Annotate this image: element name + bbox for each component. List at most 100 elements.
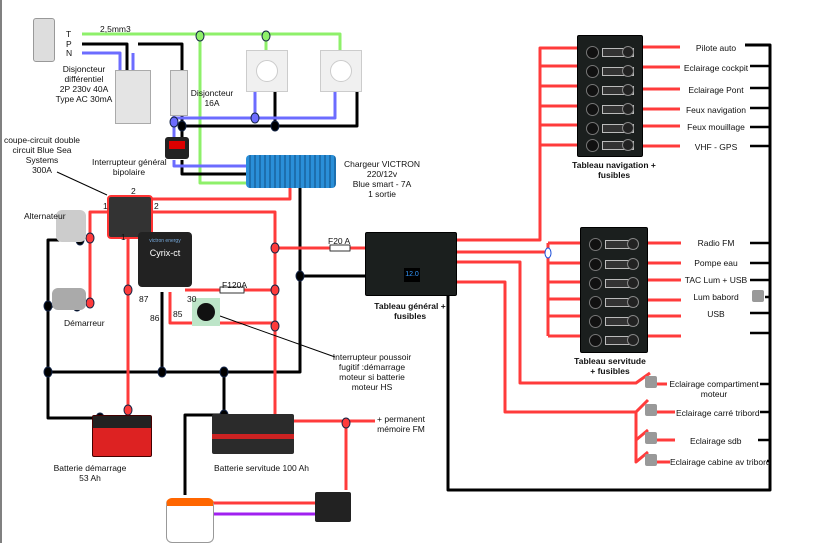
switched-circuit-label: Eclairage carré tribord [676, 408, 760, 418]
circuit-switch[interactable] [586, 122, 599, 135]
switched-circuit-label: Eclairage cabine av tribord [670, 457, 771, 467]
terminal-1-left: 1 [103, 201, 108, 211]
outlet-socket [256, 60, 278, 82]
nav-circuit-label: Feux mouillage [687, 122, 745, 132]
circuit-switch[interactable] [589, 238, 602, 251]
victron-charger [246, 155, 336, 188]
breaker-16a [170, 70, 188, 116]
wire-section-label: 2,5mm3 [100, 24, 131, 34]
starter-motor [52, 288, 86, 310]
leader-lines [56, 171, 336, 358]
toggle-switch-2[interactable] [645, 404, 657, 416]
toggle-switch-lum-babord[interactable] [752, 290, 764, 302]
terminal-2-top: 2 [131, 186, 136, 196]
fuse [622, 122, 634, 134]
main-panel[interactable]: 12.0 [365, 232, 457, 296]
nav-circuit-label: VHF - GPS [694, 142, 738, 152]
alternator-label: Alternateur [24, 211, 66, 221]
toggle-switch-3[interactable] [645, 432, 657, 444]
bilge-pump-switch[interactable] [315, 492, 351, 522]
main-panel-title: Tableau général +fusibles [374, 301, 446, 321]
pin-85-label: 85 [173, 309, 183, 319]
terminal-1-bottom: 1 [121, 232, 126, 242]
fuses [219, 244, 351, 294]
fuse-20a [329, 244, 351, 252]
fuse [627, 238, 639, 250]
switched-circuit-label: Eclairage sdb [690, 436, 742, 446]
nav-panel-title: Tableau navigation +fusibles [572, 160, 656, 180]
label-n: N [66, 48, 73, 58]
fuse [627, 315, 639, 327]
switched-circuit-label: Eclairage compartiment moteur [669, 379, 759, 399]
starter-label: Démarreur [64, 318, 105, 328]
battery-service [212, 414, 294, 454]
service-panel[interactable] [580, 227, 648, 353]
bilge-pump [166, 498, 214, 543]
negative-wires [46, 43, 772, 495]
main-switch[interactable] [165, 137, 189, 159]
service-circuit-label: TAC Lum + USB [684, 275, 748, 285]
fuse [622, 46, 634, 58]
fuse-120a-label: F120A [222, 280, 248, 290]
fuse [627, 296, 639, 308]
circuit-switch[interactable] [586, 65, 599, 78]
circuit-switch[interactable] [586, 84, 599, 97]
label-t: T [66, 29, 72, 39]
battery-start [92, 415, 152, 457]
cyrix-label: Cyrix-ct [149, 248, 181, 258]
fuse [622, 139, 634, 151]
fuse [622, 65, 634, 77]
nav-circuit-label: Eclairage cockpit [683, 63, 749, 73]
fuse [622, 84, 634, 96]
terminal-2-right: 2 [154, 201, 159, 211]
circuit-switch[interactable] [586, 103, 599, 116]
circuit-switch[interactable] [589, 296, 602, 309]
circuit-switch[interactable] [589, 258, 602, 271]
service-circuit-label: Lum babord [693, 292, 739, 302]
fuse-20a-label: F20 A [328, 236, 351, 246]
positive-wires [88, 45, 681, 505]
nav-panel[interactable] [577, 35, 643, 157]
cyrix-relay: victron energy Cyrix-ct [138, 232, 192, 287]
push-button[interactable] [192, 298, 220, 326]
fuse [627, 277, 639, 289]
service-circuit-label: USB [707, 309, 725, 319]
nav-circuit-label: Pilote auto [695, 43, 737, 53]
voltmeter: 12.0 [404, 268, 420, 282]
toggle-switch-1[interactable] [645, 376, 657, 388]
circuit-switch[interactable] [586, 139, 599, 152]
label-p: P [66, 39, 72, 49]
service-circuit-label: Pompe eau [694, 258, 738, 268]
circuit-switch[interactable] [589, 334, 602, 347]
differential-breaker [115, 70, 151, 124]
cyrix-brand: victron energy [149, 238, 181, 244]
circuit-switch[interactable] [589, 315, 602, 328]
service-panel-title: Tableau servitude+ fusibles [574, 356, 646, 376]
fuse [627, 334, 639, 346]
pin-86-label: 86 [150, 313, 160, 323]
pin-87-label: 87 [139, 294, 149, 304]
nav-circuit-label: Eclairage Pont [688, 85, 744, 95]
fuse [622, 103, 634, 115]
circuit-switch[interactable] [586, 46, 599, 59]
service-circuit-label: Radio FM [697, 238, 735, 248]
outlet-1 [246, 50, 288, 92]
pin-30-label: 30 [187, 294, 197, 304]
outlet-socket [330, 60, 352, 82]
battery-switch-blue-sea[interactable] [107, 195, 153, 239]
fuse-120a [219, 286, 245, 294]
shore-power-inlet [33, 18, 55, 62]
circuit-switch[interactable] [589, 277, 602, 290]
nav-circuit-label: Feux navigation [685, 105, 746, 115]
toggle-switch-4[interactable] [645, 454, 657, 466]
battery-service-label: Batterie servitude 100 Ah [214, 463, 309, 473]
outlet-2 [320, 50, 362, 92]
